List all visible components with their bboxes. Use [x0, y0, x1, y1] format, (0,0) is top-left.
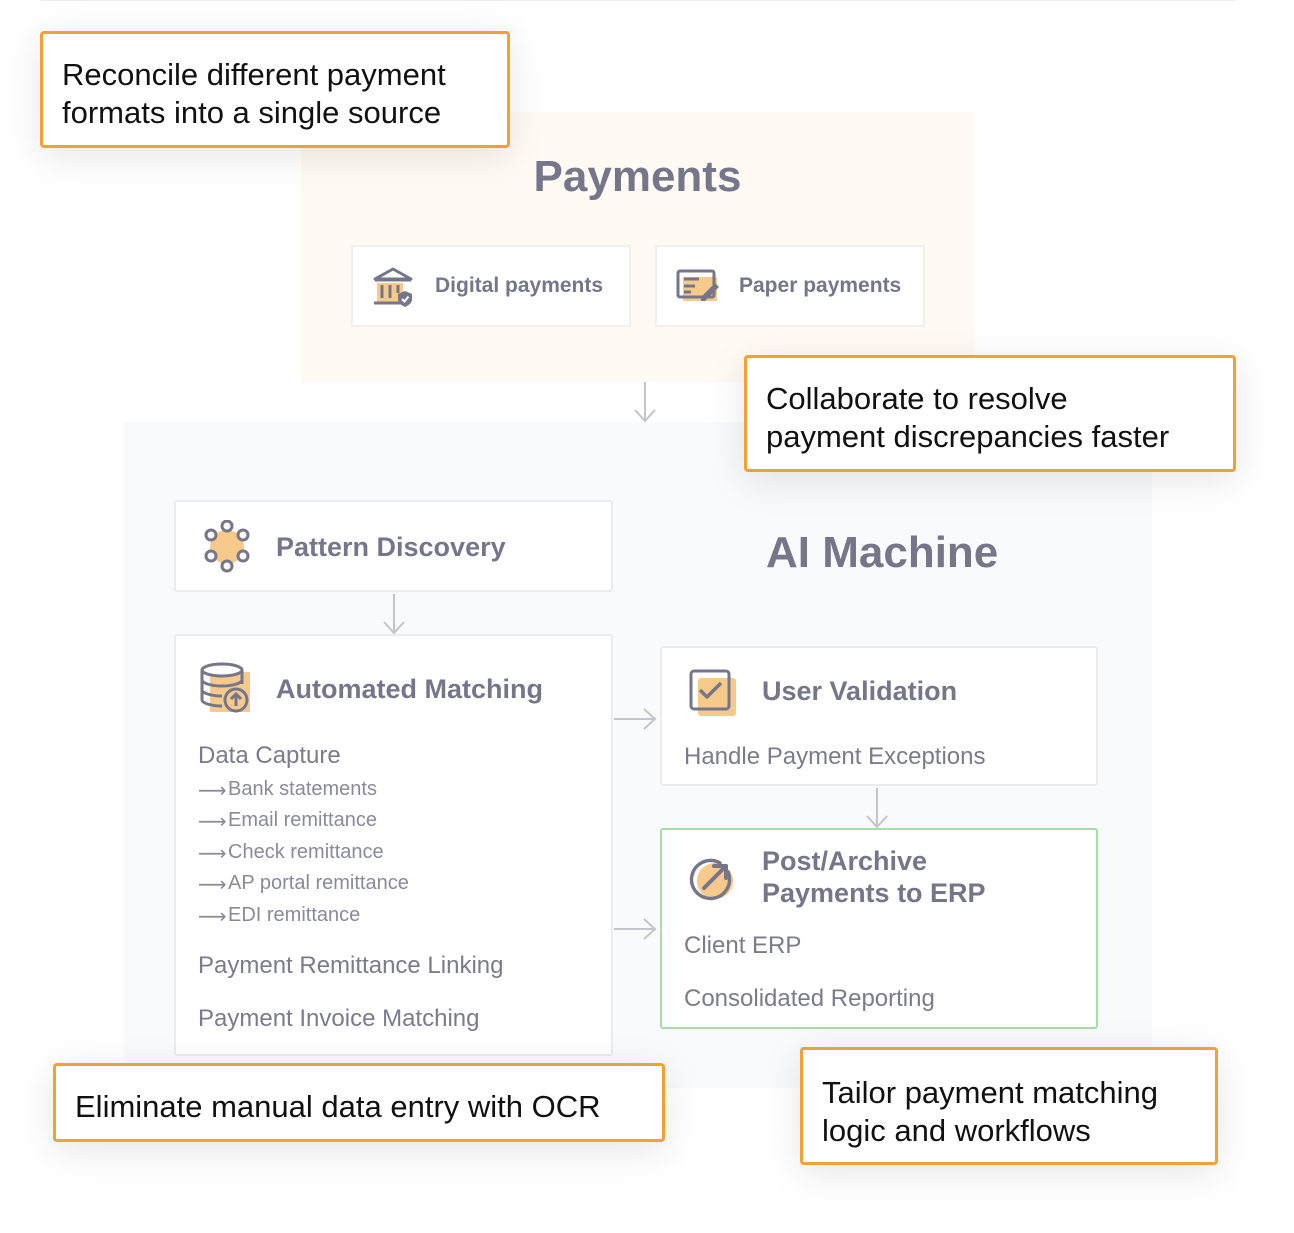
client-erp-label: Client ERP	[684, 932, 802, 959]
callout-collaborate: Collaborate to resolve payment discrepan…	[744, 355, 1236, 472]
data-capture-item: AP portal remittance	[228, 872, 409, 894]
bank-icon	[373, 267, 413, 307]
paper-payments-card: Paper payments	[655, 245, 925, 327]
automated-matching-title: Automated Matching	[276, 674, 543, 704]
arrow-glyph: ⟶	[198, 874, 227, 896]
flow-arrow-right	[614, 918, 657, 940]
data-capture-item: Bank statements	[228, 778, 377, 800]
flow-arrow-down	[383, 594, 405, 635]
callout-reconcile-line1: Reconcile different payment	[62, 57, 446, 92]
checkbox-icon	[689, 669, 736, 716]
callout-reconcile: Reconcile different payment formats into…	[40, 31, 510, 148]
data-capture-item: Email remittance	[228, 809, 377, 831]
callout-tailor-line1: Tailor payment matching	[822, 1075, 1158, 1110]
callout-reconcile-line2: formats into a single source	[62, 95, 442, 130]
data-capture-item: Check remittance	[228, 841, 384, 863]
callout-eliminate: Eliminate manual data entry with OCR	[53, 1063, 665, 1142]
data-capture-heading: Data Capture	[198, 742, 341, 769]
callout-collaborate-line2: payment discrepancies faster	[766, 419, 1170, 454]
flow-arrow-right	[614, 708, 657, 730]
remittance-linking-label: Payment Remittance Linking	[198, 952, 504, 979]
paper-check-icon	[676, 269, 719, 301]
pattern-discovery-box: Pattern Discovery	[174, 500, 613, 592]
automated-matching-box: Automated Matching Data Capture ⟶ Bank s…	[174, 634, 613, 1056]
arrow-glyph: ⟶	[198, 906, 227, 928]
user-validation-sub: Handle Payment Exceptions	[684, 743, 986, 770]
target-arrow-icon	[689, 858, 733, 901]
flow-arrow-down	[634, 382, 656, 423]
post-archive-box: Post/Archive Payments to ERP Client ERP …	[660, 828, 1098, 1029]
callout-tailor: Tailor payment matching logic and workfl…	[800, 1047, 1218, 1165]
database-upload-icon	[200, 662, 250, 713]
callout-eliminate-line1: Eliminate manual data entry with OCR	[75, 1089, 601, 1124]
network-nodes-icon	[204, 520, 250, 573]
user-validation-box: User Validation Handle Payment Exception…	[660, 646, 1098, 786]
arrow-glyph: ⟶	[198, 843, 227, 865]
post-archive-title-line2: Payments to ERP	[762, 878, 986, 908]
arrow-glyph: ⟶	[198, 780, 227, 802]
post-archive-title-line1: Post/Archive	[762, 846, 928, 876]
flow-arrow-down	[866, 788, 888, 829]
paper-payments-label: Paper payments	[739, 274, 902, 297]
pattern-discovery-title: Pattern Discovery	[276, 532, 506, 562]
callout-collaborate-line1: Collaborate to resolve	[766, 381, 1068, 416]
digital-payments-label: Digital payments	[435, 274, 604, 297]
user-validation-title: User Validation	[762, 676, 958, 706]
consolidated-reporting-label: Consolidated Reporting	[684, 985, 935, 1012]
invoice-matching-label: Payment Invoice Matching	[198, 1005, 480, 1032]
digital-payments-card: Digital payments	[351, 245, 631, 327]
data-capture-item: EDI remittance	[228, 904, 361, 926]
arrow-glyph: ⟶	[198, 811, 227, 833]
callout-tailor-line2: logic and workflows	[822, 1113, 1091, 1148]
ai-machine-title: AI Machine	[766, 528, 999, 577]
payments-title: Payments	[533, 152, 742, 201]
